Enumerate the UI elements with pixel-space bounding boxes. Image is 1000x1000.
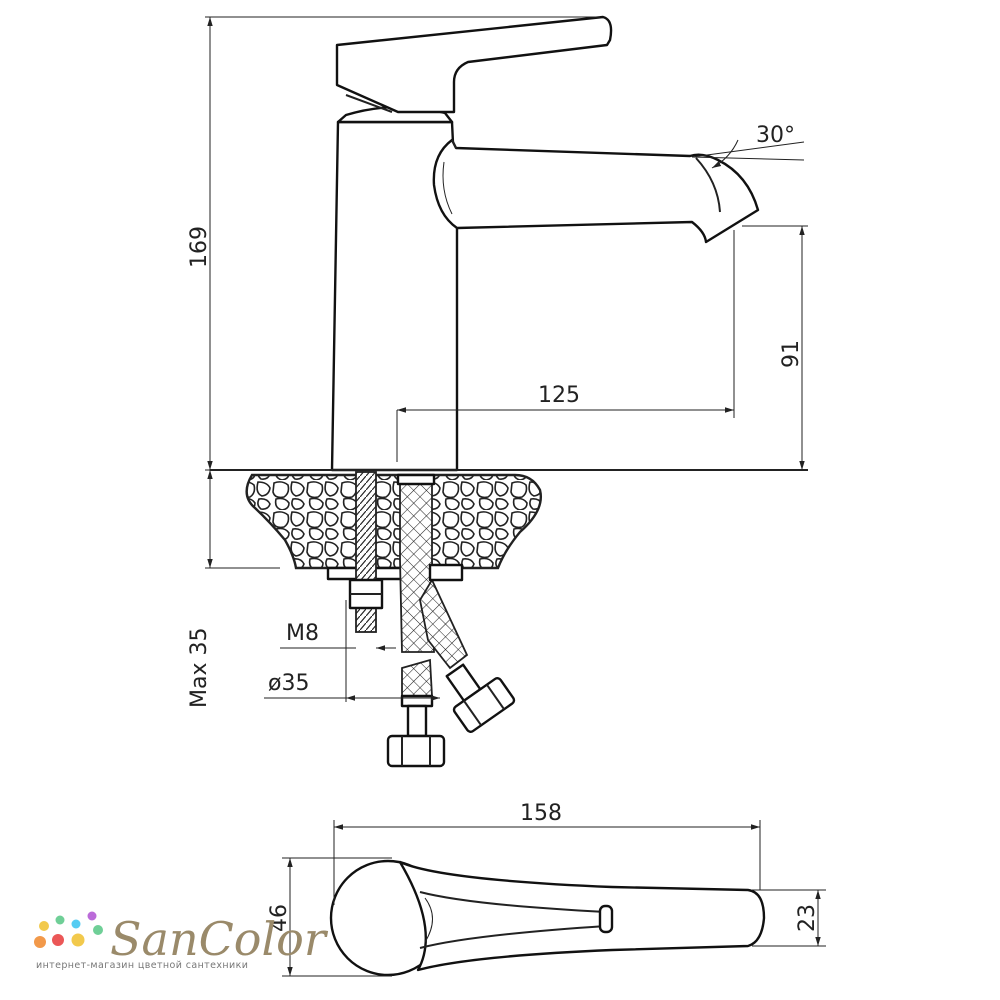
dim-total-height: 169 <box>187 226 212 268</box>
dim-spout-angle: 30° <box>756 123 795 148</box>
countertop-stone <box>245 473 542 570</box>
lever-handle <box>335 15 613 114</box>
dim-hole-diameter: ø35 <box>268 671 309 696</box>
logo-dots-icon <box>34 911 103 948</box>
flexible-hose-right <box>419 578 469 670</box>
hose-lower-segment <box>401 658 433 697</box>
logo-name: SanColor <box>110 912 329 966</box>
dim-top-width: 46 <box>267 904 292 932</box>
faucet-front-view <box>330 15 760 472</box>
hose-nut-left <box>386 734 446 768</box>
dim-spout-width: 23 <box>795 904 820 932</box>
dim-top-length: 158 <box>520 801 562 826</box>
dim-thread: M8 <box>286 621 319 646</box>
dim-spout-reach: 125 <box>538 383 580 408</box>
front-view-dimensions: 169 91 125 30° Max 35 M8 ø35 <box>187 16 808 708</box>
logo-tagline: интернет-магазин цветной сантехники <box>36 960 248 971</box>
spout <box>432 138 760 244</box>
countertop-section <box>210 469 808 581</box>
top-view-lever <box>398 860 766 972</box>
dim-spout-height: 91 <box>779 340 804 368</box>
dim-max-thickness: Max 35 <box>187 628 212 708</box>
top-view-lever-tip <box>598 904 614 934</box>
hose-nut-right <box>452 677 516 733</box>
faucet-top-view: 158 46 23 <box>267 801 826 977</box>
sancolor-logo[interactable]: SanColor интернет-магазин цветной сантех… <box>34 911 329 972</box>
